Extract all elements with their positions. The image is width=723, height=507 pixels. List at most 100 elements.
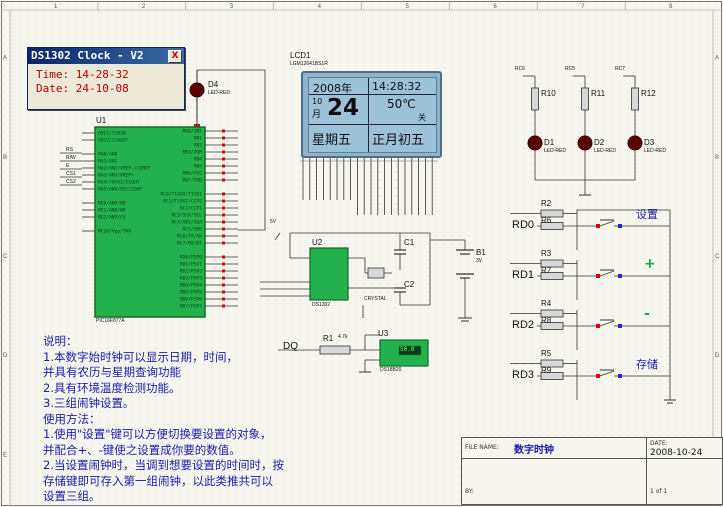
u1-pin-right: RB2 — [194, 143, 203, 149]
note-line: 设置三组。 — [43, 489, 101, 503]
r1-value: 4.7k — [338, 334, 348, 340]
close-button[interactable]: X — [168, 50, 182, 63]
border-col-6: 6 — [493, 4, 497, 10]
u1-pin-left: RE0/AN5/RD — [98, 201, 126, 207]
date-value-tb: 2008-10-24 — [650, 448, 703, 458]
border-col-3: 3 — [230, 4, 234, 10]
button-function-label: - — [644, 306, 650, 322]
lcd-day: 24 — [327, 95, 360, 121]
led-net-label: RC7 — [615, 66, 626, 72]
lcd-year: 2008年 — [313, 82, 352, 95]
led-resistor-ref: R12 — [641, 89, 656, 98]
dq-net: DQ — [283, 341, 298, 352]
lcd-weekday: 星期五 — [312, 133, 352, 148]
u1-pin-left: MCLR/Vpp/THV — [98, 229, 131, 235]
d4-ref: D4 — [208, 80, 219, 89]
vcc-label: 5V — [270, 219, 277, 225]
lcd-ref: LCD1 — [290, 51, 311, 60]
border-col-2: 2 — [142, 4, 146, 10]
u1-pin-right: RC6/TX/CK — [177, 234, 202, 240]
u1-pin-right: RD5/PSP5 — [180, 290, 202, 296]
u1-pin-right: RC3/SCK/SCL — [172, 213, 203, 219]
led-D1 — [527, 135, 543, 151]
time-value: 14-28-32 — [75, 68, 129, 81]
u1-pin-right: RB4 — [194, 157, 203, 163]
left-net-label: RS — [66, 147, 74, 153]
button-switch — [599, 370, 615, 377]
u1-pin-right: RB3/PGM — [183, 150, 203, 156]
u1-pin-right: RD1/PSP1 — [180, 262, 202, 268]
clock-window-body: Time: 14-28-32 Date: 24-10-08 — [28, 64, 184, 96]
lcd-time: 14:28:32 — [372, 80, 422, 93]
u3-readout: 50.0 — [400, 346, 415, 353]
led-resistor-ref: R11 — [591, 89, 606, 98]
button-pullup-ref: R3 — [541, 249, 552, 258]
border-col-8: 8 — [669, 4, 673, 10]
led-ref: D3 — [644, 138, 655, 147]
button-switch — [599, 220, 615, 227]
u1-pin-right: RC2/CCP1 — [180, 206, 202, 212]
b1-ref: B1 — [476, 248, 486, 257]
lcd-lunar: 正月初五 — [372, 133, 425, 148]
title-block: FILE NAME: 数字时钟 DATE: 2008-10-24 BY: 1 o… — [461, 437, 723, 505]
u1-pin-left: OSC2/CLKOUT — [98, 138, 129, 144]
button-series-ref: R7 — [541, 266, 552, 275]
left-net-label: E — [66, 163, 70, 169]
u1-pin-left: RE2/AN7/CS — [98, 215, 126, 221]
time-label: Time: — [36, 68, 70, 81]
border-row-B: B — [3, 155, 7, 161]
u2-ref: U2 — [312, 238, 323, 247]
u1-pin-right: RB5 — [194, 164, 203, 170]
u1-chip — [94, 126, 206, 318]
left-net-label: R/W — [66, 155, 76, 161]
button-pullup-ref: R5 — [541, 349, 552, 358]
clock-window-titlebar[interactable]: DS1302 Clock - V2 X — [28, 48, 184, 64]
lcd-part: LGM12641BS1R — [290, 61, 328, 67]
note-line: 说明： — [43, 334, 78, 348]
button-series-ref: R6 — [541, 216, 552, 225]
led-part: LED-RED — [594, 148, 616, 154]
u1-pin-right: RD2/PSP2 — [180, 269, 202, 275]
date-label-tb: DATE: — [650, 440, 668, 447]
border-row-right-C: C — [715, 254, 720, 260]
button-series-r — [540, 222, 564, 230]
date-label: Date: — [36, 82, 70, 95]
u1-pin-right: RB6/PGC — [183, 171, 203, 177]
lcd-screen: 2008年 14:28:32 10 月 24 50℃ 关 星期五 正月初五 — [308, 77, 437, 153]
border-col-1: 1 — [54, 4, 58, 10]
note-line: 使用方法： — [43, 411, 101, 426]
border-col-5: 5 — [405, 4, 409, 10]
c1-ref: C1 — [404, 238, 415, 247]
led-ref: D2 — [594, 138, 605, 147]
note-line: 3.三组闹钟设置。 — [43, 396, 135, 410]
lcd-module: 2008年 14:28:32 10 月 24 50℃ 关 星期五 正月初五 — [301, 71, 442, 158]
u1-pin-right: RD3/PSP3 — [180, 276, 202, 282]
lcd-month-unit: 月 — [312, 110, 322, 120]
lcd-extra: 关 — [418, 113, 426, 122]
u1-pin-left: RA4/T0CKI/C1OUT — [98, 180, 140, 186]
button-pullup-ref: R2 — [541, 199, 552, 208]
button-net-label: RD1 — [512, 269, 535, 281]
u1-pin-left: RA0/AN0 — [98, 152, 118, 158]
button-series-r — [540, 322, 564, 330]
u1-pin-right: RC4/SDI/SDA — [172, 220, 203, 226]
u1-pin-right: RC1/T1OSI/CCP2 — [163, 199, 202, 205]
clock-window[interactable]: DS1302 Clock - V2 X Time: 14-28-32 Date:… — [27, 47, 185, 110]
button-net-label: RD3 — [512, 369, 535, 381]
button-pullup-ref: R4 — [541, 299, 552, 308]
lcd-month: 10 — [312, 97, 323, 106]
button-series-r — [540, 372, 564, 380]
filename-label: FILE NAME: — [465, 444, 499, 451]
led-net-label: RC5 — [565, 66, 576, 72]
button-function-label: 存储 — [636, 358, 658, 371]
x1-part: CRYSTAL — [364, 296, 387, 302]
u1-pin-left: RA1/AN1 — [98, 159, 118, 165]
u1-pin-right: RD7/PSP7 — [180, 304, 202, 310]
led-part: LED-RED — [644, 148, 666, 154]
note-line: 1.使用"设置"键可以方便切换要设置的对象， — [43, 427, 272, 441]
button-switch — [599, 270, 615, 277]
u1-pin-right: RB1 — [194, 136, 203, 142]
u1-pin-right: RD4/PSP4 — [180, 283, 202, 289]
